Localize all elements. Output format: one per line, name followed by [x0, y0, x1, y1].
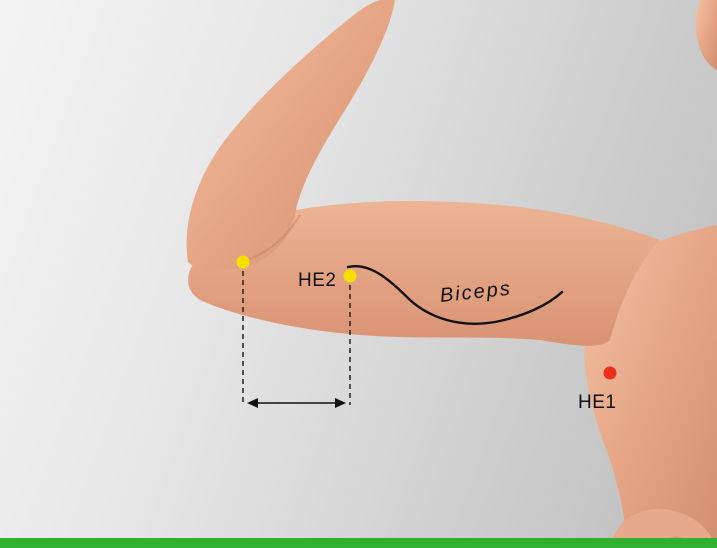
head-shape: [695, 0, 717, 70]
marker-he2-yellow: [343, 269, 357, 283]
biceps-contour-line: [346, 264, 564, 325]
label-he1: HE1: [578, 392, 617, 413]
marker-he1-red: [603, 366, 617, 380]
marker-elbow-yellow: [236, 255, 250, 269]
label-he2: HE2: [298, 270, 337, 291]
forearm-shape: [186, 0, 395, 270]
arrowhead-left-icon: [247, 398, 258, 408]
arrowhead-right-icon: [335, 398, 346, 408]
upper-arm-shape: [188, 200, 660, 346]
bottom-bar: [0, 538, 717, 548]
